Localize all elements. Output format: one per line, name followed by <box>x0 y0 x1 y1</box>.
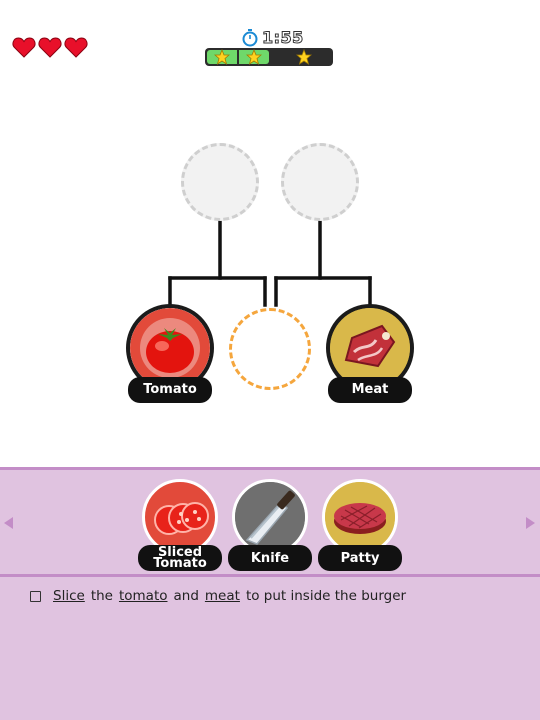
keyword-meat: meat <box>204 588 240 604</box>
lives-display <box>12 36 88 58</box>
empty-result-slot[interactable] <box>281 143 359 221</box>
tray-item-sliced-tomato[interactable] <box>142 479 218 555</box>
star-icon <box>246 49 262 65</box>
instruction-text: and <box>173 588 199 604</box>
tomato-node[interactable] <box>126 304 214 392</box>
tray-item-label: Knife <box>228 545 312 571</box>
knife-icon <box>235 482 305 552</box>
task-instruction: Slice the tomato and meat to put inside … <box>30 588 406 604</box>
heart-icon <box>12 37 36 58</box>
tray-item-label: Sliced Tomato <box>138 545 222 571</box>
star-icon <box>296 49 312 65</box>
tray-item-knife[interactable] <box>232 479 308 555</box>
scroll-left-arrow-icon[interactable] <box>4 517 13 529</box>
timer: 1:55 <box>242 28 304 48</box>
drop-target-slot[interactable] <box>229 308 311 390</box>
tray-top-border <box>0 467 540 470</box>
tray-divider <box>0 574 540 577</box>
stopwatch-icon <box>242 28 258 46</box>
tray-item-patty[interactable] <box>322 479 398 555</box>
patty-icon <box>325 482 395 552</box>
instruction-text: to put inside the burger <box>245 588 407 604</box>
meat-label: Meat <box>328 377 412 403</box>
keyword-slice: Slice <box>53 588 85 604</box>
tomato-icon <box>130 308 210 388</box>
task-checkbox <box>30 590 41 602</box>
progress-bar <box>205 48 333 66</box>
star-icon <box>214 49 230 65</box>
keyword-tomato: tomato <box>118 588 168 604</box>
instruction-text: the <box>90 588 113 604</box>
scroll-right-arrow-icon[interactable] <box>526 517 535 529</box>
tray-item-label: Patty <box>318 545 402 571</box>
empty-result-slot[interactable] <box>181 143 259 221</box>
heart-icon <box>64 37 88 58</box>
recipe-connectors <box>168 220 372 307</box>
tomato-label: Tomato <box>128 377 212 403</box>
heart-icon <box>38 37 62 58</box>
timer-value: 1:55 <box>262 28 304 48</box>
progress-divider <box>269 50 271 64</box>
sliced-tomato-icon <box>154 502 209 535</box>
meat-icon <box>330 308 410 388</box>
progress-divider <box>237 50 239 64</box>
